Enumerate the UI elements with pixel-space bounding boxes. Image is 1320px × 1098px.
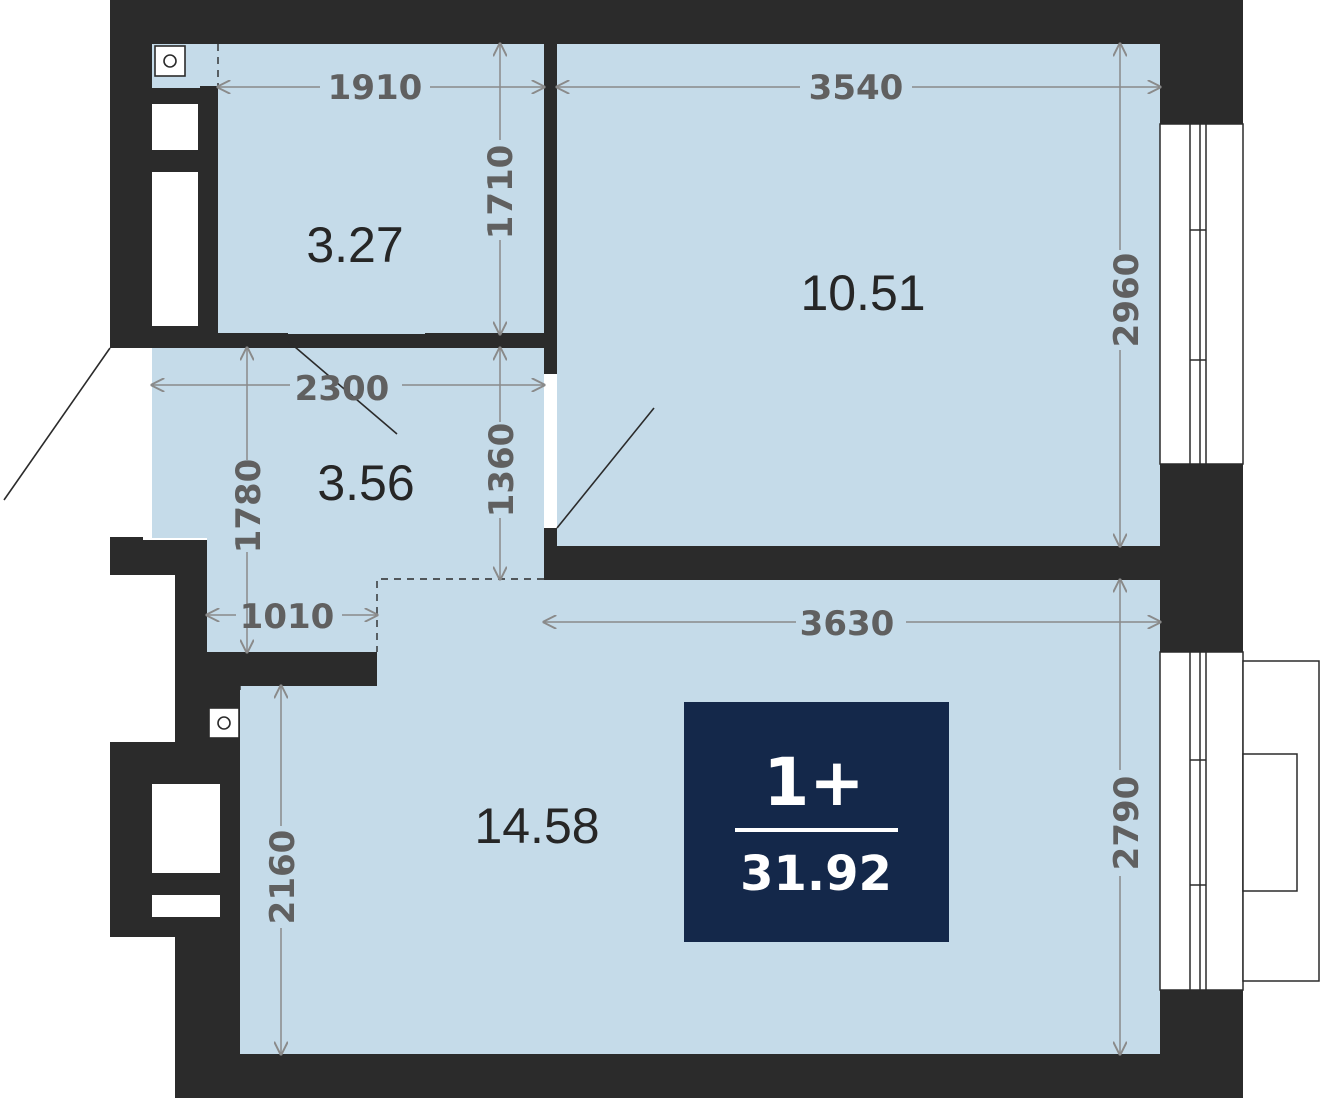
bathroom-floor <box>218 44 544 334</box>
dimension-lines <box>152 44 1160 1054</box>
room-area-kitchen-living: 14.58 <box>474 798 599 854</box>
apartment-badge: 1+ 31.92 <box>684 702 949 942</box>
dim-bathroom-height: 1710 <box>481 145 521 240</box>
ventilation-shaft-icon <box>208 707 240 739</box>
dim-hallway-door-height: 1360 <box>482 423 522 518</box>
dim-living-height-left: 2160 <box>263 830 303 925</box>
dim-niche-width: 1010 <box>240 597 335 637</box>
wall-niches <box>152 104 220 917</box>
door-swings <box>3 340 655 529</box>
hallway-floor <box>152 348 544 538</box>
dashed-boundaries <box>217 44 544 690</box>
apartment-type: 1+ <box>763 744 864 821</box>
total-area: 31.92 <box>740 846 892 902</box>
room-area-bedroom: 10.51 <box>800 265 925 321</box>
room-area-bathroom: 3.27 <box>306 217 403 273</box>
entrance-door <box>3 347 111 501</box>
dim-bedroom-height: 2960 <box>1107 253 1147 348</box>
window-bedroom <box>1159 123 1244 465</box>
window-living <box>1159 651 1244 991</box>
hallway-floor-lower <box>207 538 544 580</box>
dim-bedroom-width: 3540 <box>809 68 904 108</box>
bedroom-door <box>556 407 655 529</box>
dim-living-width: 3630 <box>800 604 895 644</box>
dim-hallway-height: 1780 <box>229 459 269 554</box>
dim-bathroom-width: 1910 <box>328 68 423 108</box>
dim-living-height-right: 2790 <box>1107 776 1147 871</box>
floors <box>152 44 1160 1054</box>
interior-walls <box>200 40 1160 686</box>
bathroom-door <box>287 340 398 435</box>
dim-hallway-width: 2300 <box>295 369 390 409</box>
balcony <box>1242 660 1320 982</box>
ventilation-shaft-icon <box>154 45 186 77</box>
room-area-hallway: 3.56 <box>317 455 414 511</box>
bedroom-floor <box>557 44 1160 546</box>
living-floor <box>377 578 1160 688</box>
